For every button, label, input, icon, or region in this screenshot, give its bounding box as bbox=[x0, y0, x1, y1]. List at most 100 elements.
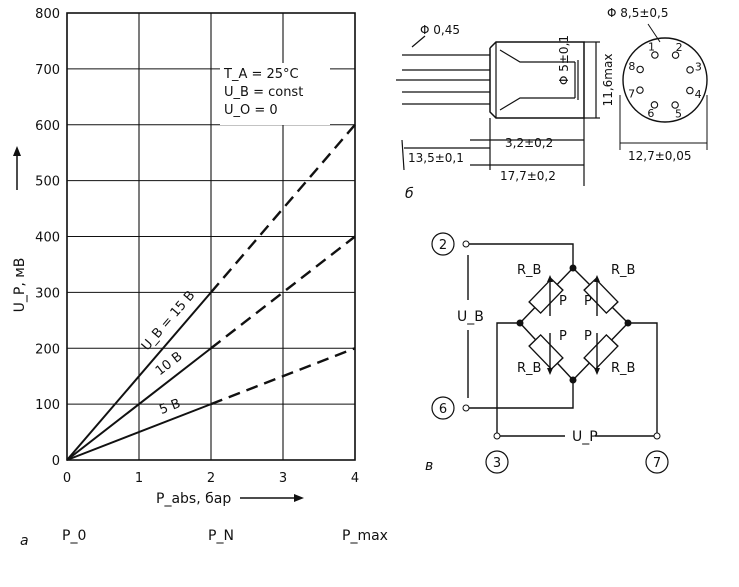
pressure-label-bl: P bbox=[559, 329, 567, 344]
y-tick-label: 700 bbox=[35, 63, 60, 78]
wire-t7 bbox=[628, 322, 658, 435]
pin-number: 4 bbox=[695, 88, 702, 101]
arrowhead-bl bbox=[547, 368, 553, 375]
dim-lead-diameter: Φ 0,45 bbox=[420, 23, 460, 37]
package-dim-text: Φ 0,45 Φ 5±0,1 11,6max 13,5±0,1 3,2±0,2 … bbox=[405, 23, 615, 202]
resistor-bottom-left bbox=[528, 333, 564, 371]
ext-left bbox=[401, 139, 405, 171]
y-tick-label: 500 bbox=[35, 175, 60, 190]
dim-pin-circle-text: Φ 8,5±0,5 bbox=[607, 6, 668, 20]
x-tick-label: 3 bbox=[279, 471, 287, 486]
pin-number: 2 bbox=[676, 41, 683, 54]
pin-number: 6 bbox=[647, 107, 654, 120]
arrowhead-tr bbox=[594, 275, 600, 282]
conditions-box bbox=[220, 63, 330, 125]
pin-number: 5 bbox=[675, 107, 682, 120]
x-tick-label: 1 bbox=[135, 471, 143, 486]
leader-pin-circle bbox=[647, 23, 661, 43]
wire-t3 bbox=[496, 322, 520, 435]
condition-ub: U_B = const bbox=[224, 85, 303, 100]
bridge-circuit bbox=[466, 243, 658, 437]
panel-label-b: б bbox=[405, 186, 414, 202]
y-tick-label: 300 bbox=[35, 286, 60, 301]
terminal-2: 2 bbox=[439, 238, 447, 253]
condition-ta: T_A = 25°C bbox=[223, 67, 299, 82]
package-drawing bbox=[396, 35, 600, 186]
wire-t2 bbox=[466, 243, 574, 268]
wire-t6 bbox=[466, 380, 574, 409]
terminal-3: 3 bbox=[493, 456, 501, 471]
series-line-dashed bbox=[210, 235, 356, 350]
terminal-circle-6 bbox=[431, 396, 455, 420]
cone-top bbox=[499, 49, 575, 63]
pin bbox=[686, 66, 694, 74]
y-axis-arrowhead bbox=[13, 146, 21, 156]
pressure-label-tr: P bbox=[584, 294, 592, 309]
pin bbox=[636, 86, 644, 94]
pressure-mark-p0: P_0 bbox=[62, 528, 86, 544]
y-tick-label: 100 bbox=[35, 398, 60, 413]
dim-outer-width-text: 12,7±0,05 bbox=[628, 149, 692, 163]
terminal-circle-2 bbox=[431, 232, 455, 256]
pin-end-t6 bbox=[462, 404, 470, 412]
pin bbox=[650, 101, 659, 109]
dim-body-diameter-text: Φ 5±0,1 bbox=[557, 35, 571, 85]
pressure-label-br: P bbox=[584, 329, 592, 344]
y-tick-label: 200 bbox=[35, 342, 60, 357]
pressure-mark-pmax: P_max bbox=[342, 528, 388, 544]
pin bbox=[636, 65, 644, 74]
bridge-details: 2 6 3 7 U_B U_P R_B R_B R_B R_B P P P P … bbox=[425, 232, 669, 474]
x-tick-label: 2 bbox=[207, 471, 215, 486]
series-label: 5 B bbox=[157, 396, 182, 418]
series-line-solid bbox=[66, 347, 212, 461]
y-tick-label: 0 bbox=[52, 454, 60, 469]
condition-uo: U_O = 0 bbox=[224, 103, 278, 118]
node-right bbox=[624, 319, 632, 327]
pin-number: 1 bbox=[648, 41, 655, 54]
resistor-label-tl: R_B bbox=[517, 263, 541, 278]
x-axis-arrowhead bbox=[294, 494, 304, 502]
dim-total-text: 17,7±0,2 bbox=[500, 169, 556, 183]
series-labels: U_B = 15 B10 B5 B bbox=[139, 288, 198, 418]
pin-number: 7 bbox=[628, 87, 635, 100]
pin bbox=[671, 101, 679, 109]
pressure-label-tl: P bbox=[559, 294, 567, 309]
panel-label-v: в bbox=[425, 458, 433, 474]
terminal-circle-7 bbox=[645, 450, 669, 474]
pin-end-t2 bbox=[462, 240, 470, 248]
terminal-circle-3 bbox=[485, 450, 509, 474]
x-axis-label: P_abs, бар bbox=[156, 491, 231, 507]
node-bottom bbox=[569, 376, 577, 384]
resistor-top-left bbox=[528, 277, 564, 315]
terminal-6: 6 bbox=[439, 402, 447, 417]
supply-label: U_B bbox=[457, 309, 484, 325]
resistor-label-br: R_B bbox=[611, 361, 635, 376]
dim-lead-length-text: 13,5±0,1 bbox=[408, 151, 464, 165]
series-line-solid bbox=[66, 403, 212, 461]
pin-number: 8 bbox=[628, 60, 635, 73]
pressure-mark-pn: P_N bbox=[208, 528, 234, 544]
output-label: U_P bbox=[572, 429, 598, 445]
terminal-7: 7 bbox=[653, 456, 661, 471]
resistor-top-right bbox=[583, 277, 619, 315]
leader-lead-diameter bbox=[411, 35, 426, 48]
pin bbox=[686, 86, 694, 95]
series-line-dashed bbox=[210, 347, 356, 406]
y-tick-label: 400 bbox=[35, 231, 60, 246]
series-line-solid bbox=[66, 291, 212, 461]
node-top bbox=[569, 264, 577, 272]
series-label: U_B = 15 B bbox=[139, 288, 198, 354]
resistor-label-tr: R_B bbox=[611, 263, 635, 278]
y-axis-label: U_P, мВ bbox=[12, 258, 28, 313]
y-tick-label: 800 bbox=[35, 7, 60, 22]
pin bbox=[651, 51, 659, 59]
dim-height-text: 11,6max bbox=[601, 54, 615, 107]
resistor-bottom-right bbox=[583, 333, 619, 371]
arrowhead-br bbox=[594, 368, 600, 375]
pin-end-t7 bbox=[653, 432, 661, 440]
